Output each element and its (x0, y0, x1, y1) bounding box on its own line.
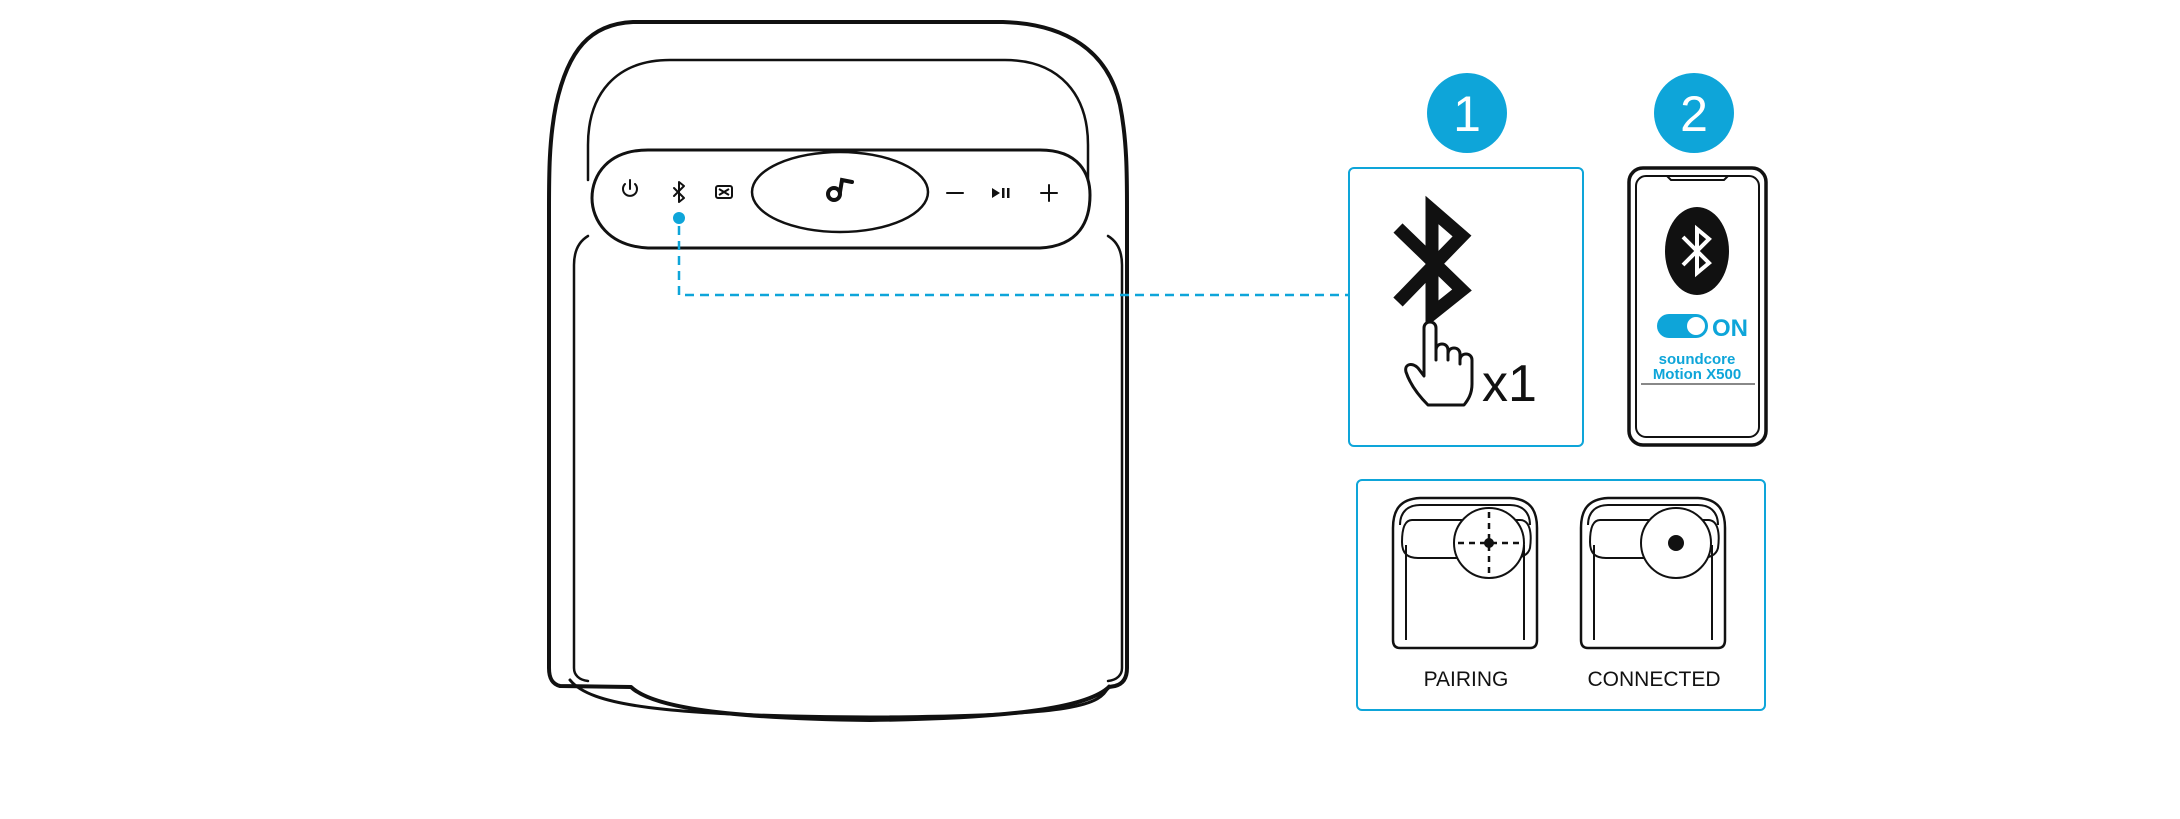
phone-illustration (1627, 166, 1768, 447)
connector-dot (673, 212, 685, 224)
pairing-speaker-icon (1391, 496, 1539, 650)
toggle-switch-icon[interactable] (1657, 314, 1708, 338)
press-count-label: x1 (1482, 355, 1537, 413)
step-number-1: 1 (1453, 86, 1481, 142)
speaker-center-button[interactable] (750, 150, 930, 234)
phone-screen (1635, 175, 1760, 438)
soundcore-logo-icon (826, 177, 854, 202)
speaker-outer-body (547, 20, 1129, 722)
volume-up-icon[interactable] (1040, 184, 1058, 202)
finger-press-icon (1404, 320, 1474, 407)
speaker-inner-right-edge (1106, 234, 1124, 683)
speaker-control-panel (590, 148, 1092, 250)
connector-dashed-line (677, 226, 1348, 297)
speaker-handle-opening (586, 58, 1090, 182)
step-badge-2: 2 (1654, 73, 1734, 153)
connected-indicator-dot (1668, 535, 1684, 551)
pairing-label: PAIRING (1424, 668, 1509, 691)
toggle-state-label: ON (1712, 315, 1748, 342)
device-brand-label: soundcore (1659, 351, 1736, 368)
speaker-inner-left-edge (572, 234, 590, 683)
bluetooth-button-connector (673, 212, 1348, 297)
connected-label: CONNECTED (1587, 668, 1720, 691)
speaker-base-curve (568, 678, 1111, 719)
phone-body (1627, 166, 1768, 447)
phone-notch (1666, 175, 1729, 181)
audio-mode-icon[interactable] (715, 185, 733, 199)
play-pause-icon[interactable] (992, 188, 1010, 198)
step1-panel (1348, 167, 1584, 447)
power-icon[interactable] (622, 179, 638, 197)
connected-speaker-icon (1579, 496, 1727, 650)
pairing-indicator-dot (1484, 538, 1494, 548)
device-model-label: Motion X500 (1653, 366, 1741, 383)
speaker-illustration (547, 20, 1129, 722)
step-number-2: 2 (1680, 86, 1708, 142)
indicator-panel (1356, 479, 1766, 711)
bluetooth-icon (1665, 207, 1729, 295)
bluetooth-icon[interactable] (673, 181, 685, 203)
bluetooth-icon (1393, 195, 1472, 328)
step-badge-1: 1 (1427, 73, 1507, 153)
